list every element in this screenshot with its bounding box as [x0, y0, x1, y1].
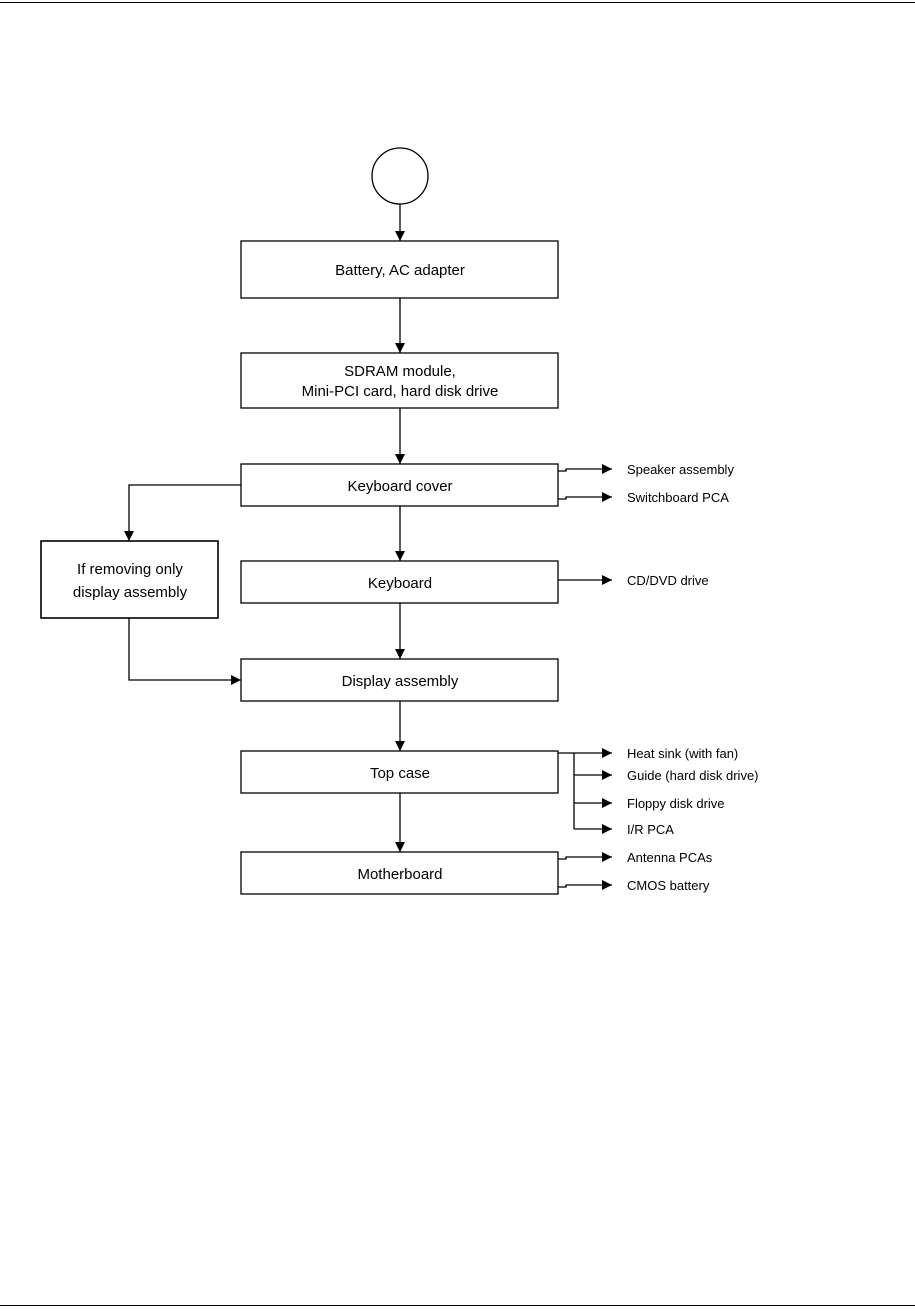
step-keyboard: Keyboard: [240, 560, 559, 604]
side-floppy-disk-drive: Floppy disk drive: [627, 796, 725, 811]
side-arrows-keyboard-cover: [558, 464, 612, 502]
step-top-case: Top case: [240, 750, 559, 794]
step-display-assembly-label: Display assembly: [342, 673, 459, 690]
step-sdram-label-line2: Mini-PCI card, hard disk drive: [302, 383, 499, 400]
branch-label-line2: display assembly: [73, 584, 188, 601]
step-motherboard-label: Motherboard: [357, 866, 442, 883]
bottom-rule: [0, 1305, 915, 1306]
branch-arrows: [124, 484, 241, 685]
side-guide-hard-disk-drive: Guide (hard disk drive): [627, 768, 759, 783]
side-arrows-top-case: [558, 748, 612, 834]
side-heat-sink: Heat sink (with fan): [627, 746, 738, 761]
top-rule: [0, 2, 915, 3]
branch-box: If removing only display assembly: [40, 540, 219, 619]
side-arrows-motherboard: [558, 852, 612, 890]
step-display-assembly: Display assembly: [240, 658, 559, 702]
branch-label-line1: If removing only: [77, 561, 183, 578]
side-cd-dvd-drive: CD/DVD drive: [627, 573, 709, 588]
step-battery-label: Battery, AC adapter: [335, 262, 465, 279]
step-keyboard-cover: Keyboard cover: [240, 463, 559, 507]
step-top-case-label: Top case: [370, 765, 430, 782]
step-battery-ac-adapter: Battery, AC adapter: [240, 240, 559, 299]
step-keyboard-label: Keyboard: [368, 575, 432, 592]
side-antenna-pcas: Antenna PCAs: [627, 850, 713, 865]
step-keyboard-cover-label: Keyboard cover: [347, 478, 452, 495]
side-cmos-battery: CMOS battery: [627, 878, 710, 893]
step-sdram-label-line1: SDRAM module,: [344, 363, 456, 380]
side-switchboard-pca: Switchboard PCA: [627, 490, 729, 505]
side-speaker-assembly: Speaker assembly: [627, 462, 734, 477]
start-connector: [371, 147, 429, 205]
side-ir-pca: I/R PCA: [627, 822, 674, 837]
step-sdram-module: SDRAM module, Mini-PCI card, hard disk d…: [240, 352, 559, 409]
step-motherboard: Motherboard: [240, 851, 559, 895]
